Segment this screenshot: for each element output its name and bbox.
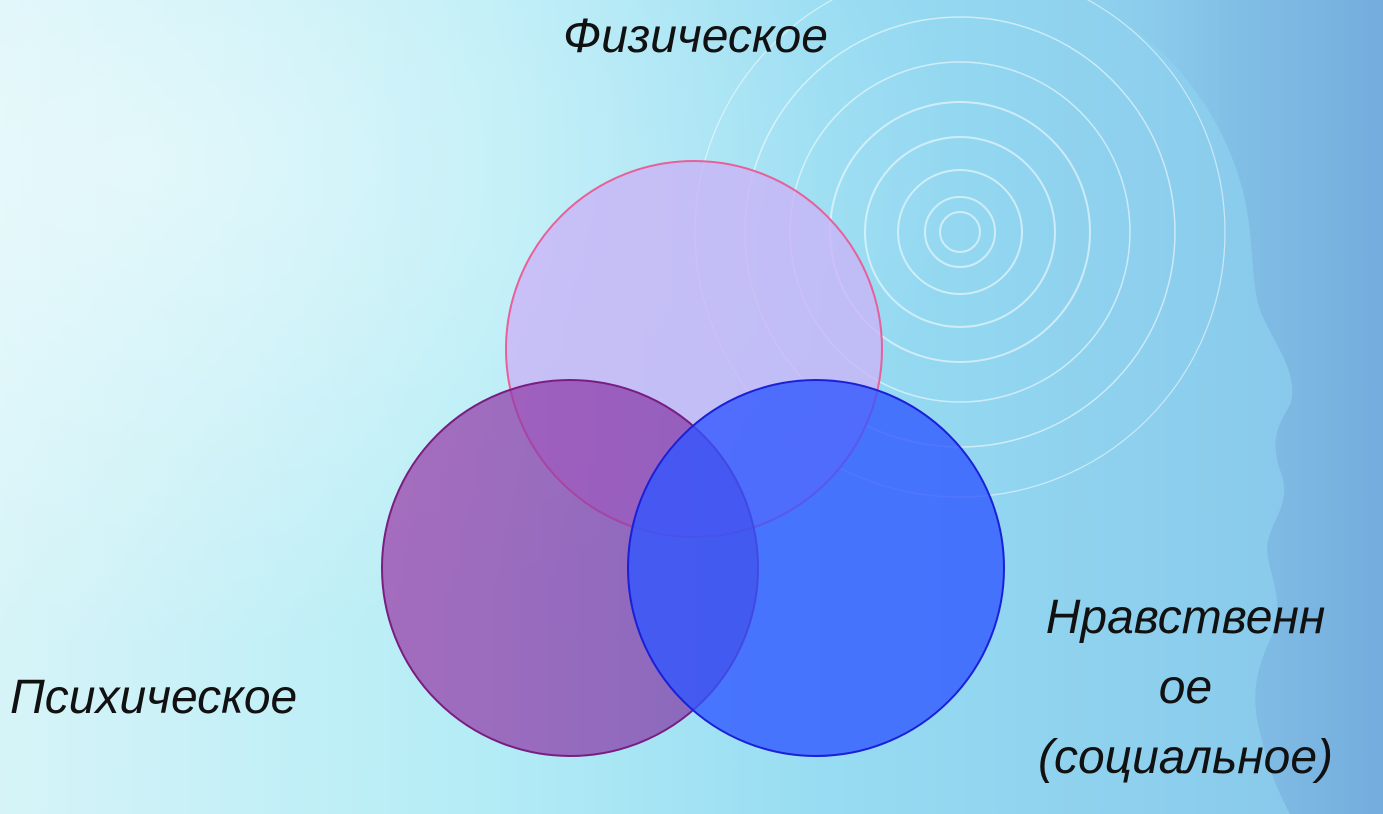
label-moral-line1: Нравственн: [1045, 591, 1326, 644]
head-silhouette: [1080, 0, 1383, 814]
label-psychic: Психическое: [10, 671, 298, 724]
label-moral-line3: (социальное): [1037, 731, 1334, 784]
label-physical: Физическое: [563, 10, 828, 63]
circle-moral: [627, 379, 1005, 757]
label-moral: Нравственн ое (социальное): [988, 583, 1383, 793]
label-moral-line2: ое: [1158, 661, 1213, 714]
